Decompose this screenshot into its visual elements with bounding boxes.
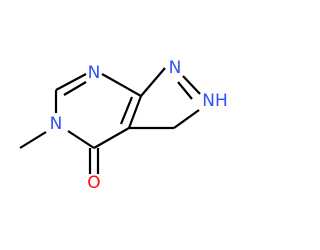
nh-atom-label: NH bbox=[202, 91, 228, 111]
bond-n1-n2-single bbox=[182, 75, 201, 95]
bond-c7a-n1 bbox=[140, 67, 166, 97]
bond-c3a-c7a-single bbox=[127, 95, 143, 129]
oxygen-atom-label: O bbox=[87, 173, 100, 193]
bond-c3a-c7a-double bbox=[119, 96, 134, 125]
bond-n7-c6-single bbox=[55, 73, 87, 91]
nitrogen-atom-label: N bbox=[169, 58, 182, 78]
molecule-structure: N N N NH O bbox=[19, 58, 228, 193]
bond-c4-c3a bbox=[93, 127, 130, 149]
bond-n2-c3 bbox=[173, 109, 200, 129]
atom-labels: N N N NH O bbox=[50, 58, 228, 193]
bond-c7a-n7 bbox=[101, 73, 142, 97]
bond-n1-n2-double bbox=[177, 81, 193, 100]
bond-n5-c4 bbox=[67, 130, 95, 149]
bond-n5-methyl bbox=[19, 131, 47, 149]
nitrogen-atom-label: N bbox=[88, 63, 101, 83]
nitrogen-atom-label: N bbox=[50, 114, 63, 134]
bond-n7-c6-double bbox=[63, 81, 87, 96]
bonds bbox=[19, 67, 201, 174]
